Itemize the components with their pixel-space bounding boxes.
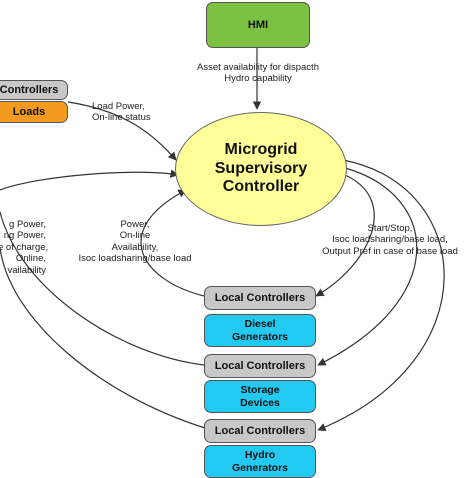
storage-controller-label: Local Controllers	[214, 359, 306, 372]
hmi-edge-line-2: Hydro capability	[224, 73, 292, 85]
storage-devices-box: Storage Devices	[204, 380, 316, 413]
storage-line-2: Devices	[240, 396, 280, 409]
storage-controller-box: Local Controllers	[204, 354, 316, 378]
arrow-controller-to-diesel	[315, 174, 375, 297]
arrow-controller-to-hydro	[317, 159, 445, 432]
supervisory-line-3: Controller	[222, 178, 300, 196]
storage-edge-line-5: vailability	[7, 264, 46, 276]
arrow-storage-to-controller	[0, 169, 179, 191]
arrow-hydro-return-left	[0, 247, 206, 429]
hmi-edge-line-1: Asset availability for dispacth	[197, 62, 319, 73]
diesel-generators-box: Diesel Generators	[204, 314, 316, 347]
hydro-controller-box: Local Controllers	[204, 419, 316, 443]
diesel-edge-line-3: Availability,	[111, 241, 159, 253]
diesel-line-2: Generators	[231, 330, 289, 343]
arrow-diesel-to-controller	[140, 189, 205, 297]
storage-edge-line-4: Online,	[15, 253, 46, 265]
supervisory-line-2: Supervisory	[214, 159, 308, 177]
loads-box: Loads	[0, 101, 68, 123]
diesel-edge-line-2: On-line	[119, 230, 151, 242]
diesel-controller-label: Local Controllers	[214, 291, 306, 304]
loads-controller-box: Controllers	[0, 80, 68, 100]
diesel-controller-box: Local Controllers	[204, 286, 316, 310]
loads-edge-line-1: Load Power,	[92, 101, 145, 112]
supervisory-controller-node: Microgrid Supervisory Controller	[175, 112, 347, 226]
hydro-controller-label: Local Controllers	[214, 424, 306, 437]
loads-controller-label: Controllers	[0, 83, 59, 96]
generators-edge-line-1: Start/Stop,	[367, 223, 413, 234]
hydro-line-1: Hydro	[244, 449, 276, 462]
generators-edge-line-3: Output Pref in case of base load	[322, 245, 458, 257]
diesel-line-1: Diesel	[244, 318, 276, 331]
storage-edge-line-3: e of charge,	[0, 241, 49, 253]
storage-edge-line-2: ng Power,	[3, 230, 46, 242]
hmi-label: HMI	[247, 18, 269, 31]
loads-edge-line-2: On-line status	[92, 112, 151, 124]
hydro-generators-box: Hydro Generators	[204, 445, 316, 478]
arrow-loads-to-controller	[67, 101, 177, 161]
loads-label: Loads	[12, 105, 46, 118]
diesel-edge-line-4: Isoc loadsharing/base load	[78, 253, 192, 265]
loads-edge-label: Load Power, On-line status	[92, 101, 151, 124]
arrow-controller-to-storage	[317, 167, 418, 366]
hmi-edge-label: Asset availability for dispacth Hydro ca…	[193, 62, 323, 85]
supervisory-line-1: Microgrid	[224, 141, 298, 159]
hydro-line-2: Generators	[231, 461, 289, 474]
storage-edge-line-1: g Power,	[9, 219, 46, 230]
storage-edge-label: g Power, ng Power, e of charge, Online, …	[0, 219, 49, 276]
diesel-edge-label: Power, On-line Availability, Isoc loadsh…	[74, 219, 196, 265]
generators-edge-label: Start/Stop, Isoc loadsharing/base load, …	[312, 223, 468, 257]
arrow-storage-return-left	[0, 211, 205, 366]
diesel-edge-line-1: Power,	[120, 219, 150, 230]
generators-edge-line-2: Isoc loadsharing/base load,	[332, 234, 448, 246]
storage-line-1: Storage	[240, 384, 280, 397]
hmi-box: HMI	[206, 2, 310, 48]
